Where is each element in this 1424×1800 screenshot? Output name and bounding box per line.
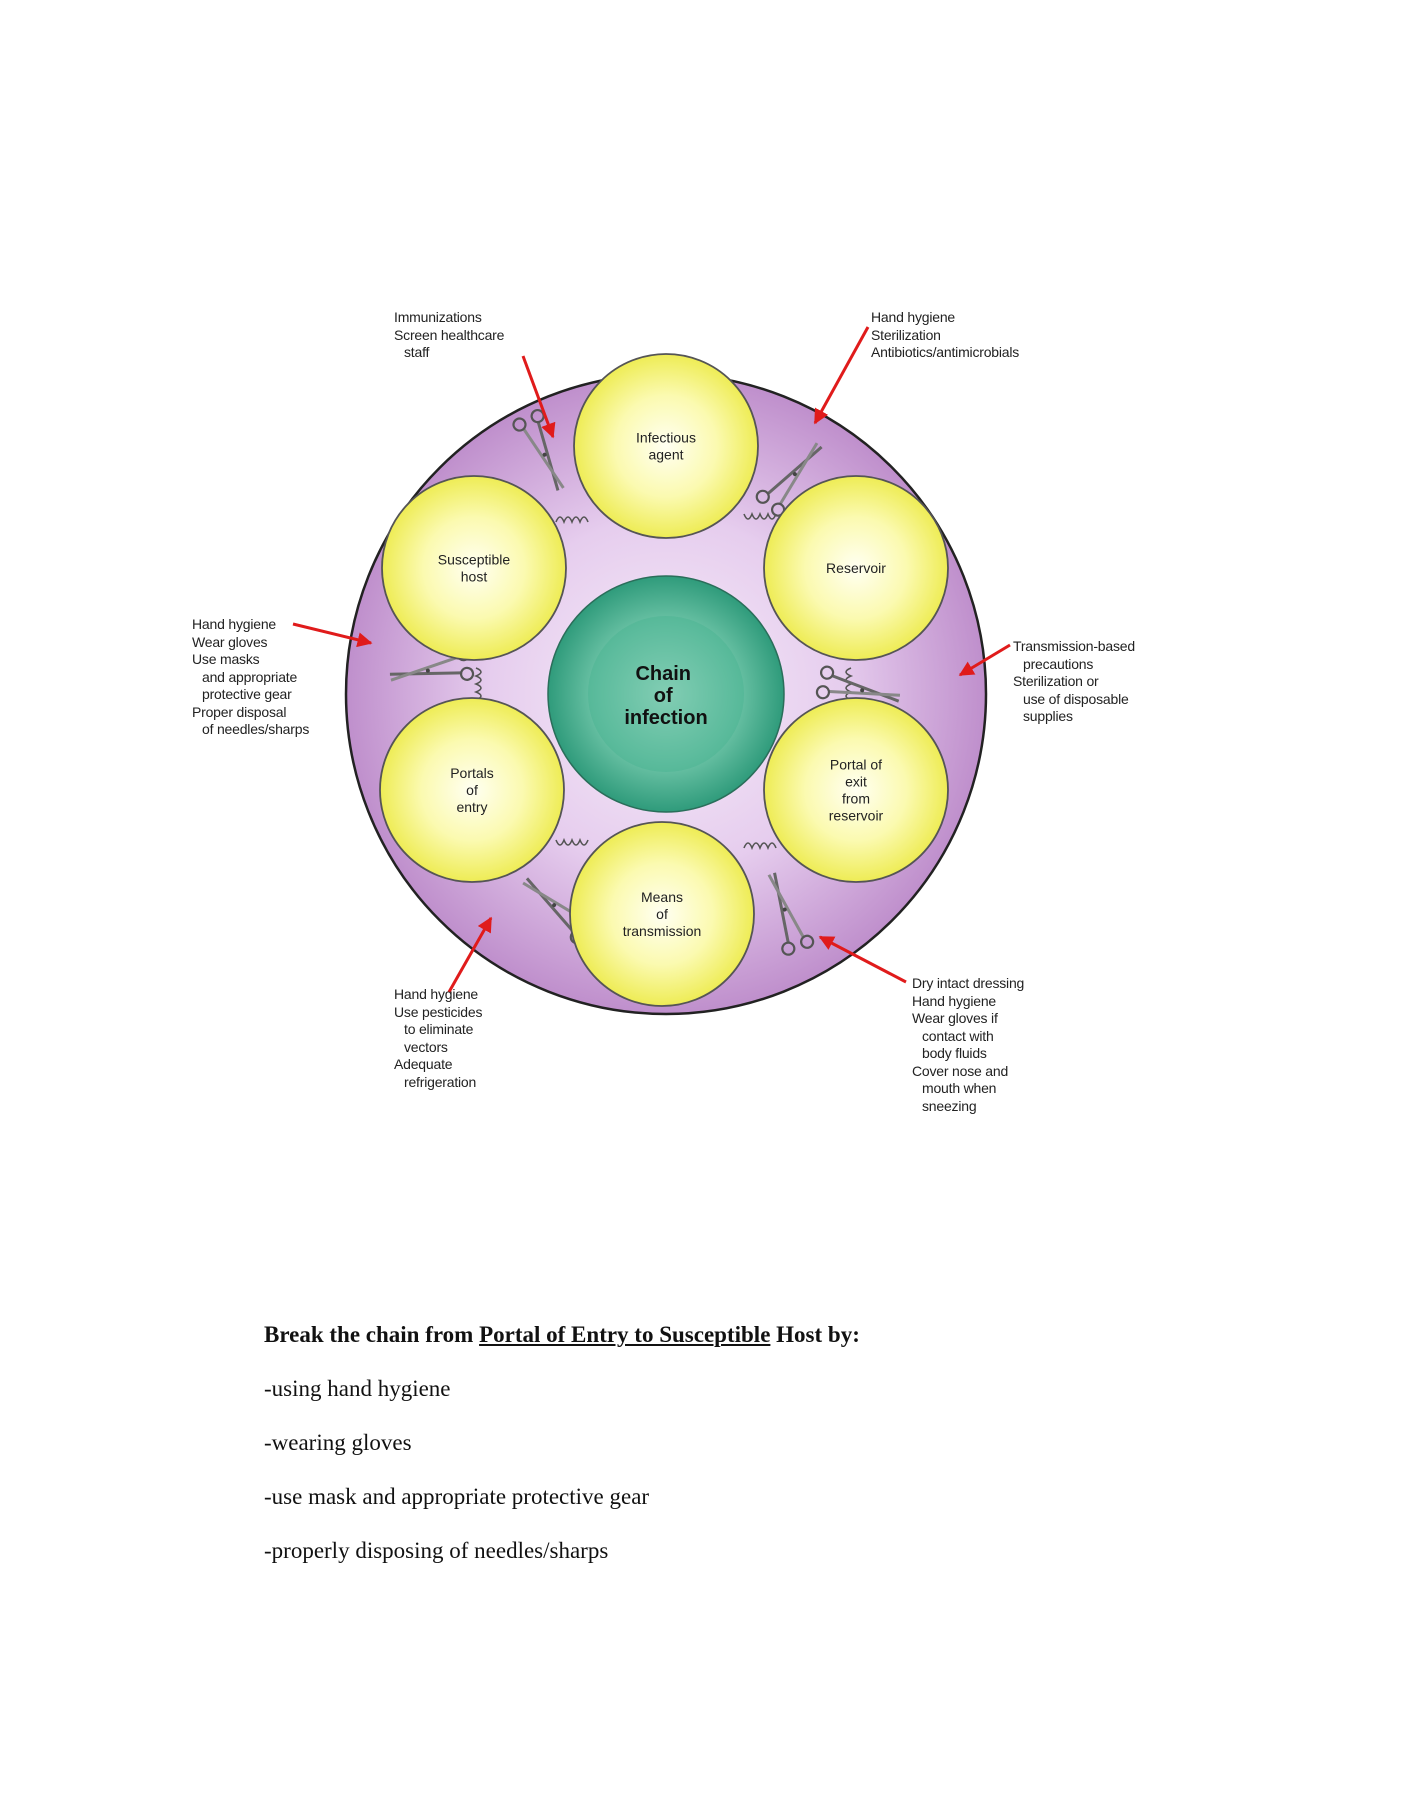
node-circle — [573, 353, 759, 539]
node-reservoir: Reservoir — [763, 475, 949, 661]
arrow-bottom-right — [818, 935, 907, 984]
link-means-entry — [555, 837, 589, 846]
scissors-icon — [815, 665, 901, 703]
heading-post: Host by: — [770, 1322, 860, 1347]
list-item: -wearing gloves — [264, 1430, 412, 1455]
arrows — [292, 326, 1011, 993]
text-section: Break the chain from Portal of Entry to … — [264, 1322, 1224, 1592]
note-right: Transmission-based precautions Steriliza… — [1013, 638, 1135, 724]
section-heading: Break the chain from Portal of Entry to … — [264, 1322, 1224, 1348]
list-item: -properly disposing of needles/sharps — [264, 1538, 609, 1563]
node-circle — [381, 475, 567, 661]
node-circle — [763, 697, 949, 883]
note-bottom-right: Dry intact dressing Hand hygiene Wear gl… — [912, 975, 1025, 1114]
scissors-icon — [755, 442, 823, 517]
link-agent-reservoir — [743, 511, 777, 520]
center-label: Chain of infection — [624, 663, 707, 729]
link-entry-host — [473, 667, 482, 701]
node-circle — [379, 697, 565, 883]
node-circle — [763, 475, 949, 661]
arrow-right — [958, 643, 1011, 677]
link-host-agent — [555, 516, 589, 525]
list-item: -using hand hygiene — [264, 1376, 451, 1401]
arrow-left — [292, 622, 373, 648]
heading-pre: Break the chain from — [264, 1322, 480, 1347]
note-left: Hand hygiene Wear gloves Use masks and a… — [192, 616, 310, 737]
note-top-right: Hand hygiene Sterilization Antibiotics/a… — [871, 309, 1020, 360]
node-circle — [569, 821, 755, 1007]
arrow-top-right — [813, 326, 870, 425]
arrow-bottom-left — [447, 916, 493, 993]
list-item: -use mask and appropriate protective gea… — [264, 1484, 650, 1509]
note-bottom-left: Hand hygiene Use pesticides to eliminate… — [394, 986, 483, 1090]
scissors-icon — [767, 872, 815, 956]
link-exit-means — [743, 842, 777, 851]
arrow-top-left — [521, 355, 556, 439]
node-label: Reservoir — [826, 560, 886, 576]
note-top-left: Immunizations Screen healthcare staff — [394, 309, 505, 360]
heading-underlined: Portal of Entry to Susceptible — [479, 1322, 771, 1347]
